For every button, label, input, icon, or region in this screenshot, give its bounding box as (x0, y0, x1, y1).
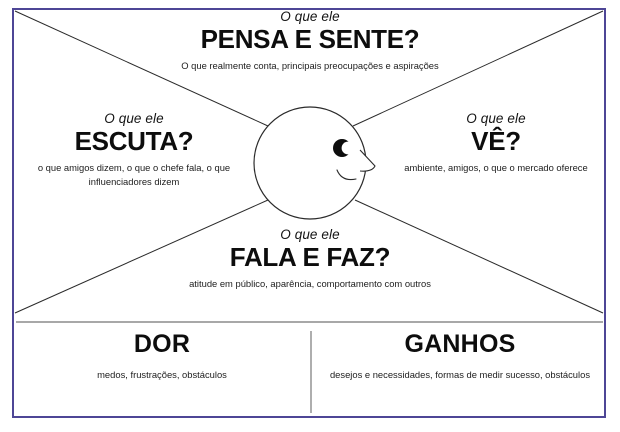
quadrant-headline: VÊ? (471, 125, 521, 156)
quadrant-kicker: O que ele (280, 227, 340, 242)
quadrant-escuta[interactable]: O que ele ESCUTA? o que amigos dizem, o … (20, 111, 248, 189)
quadrant-description: O que realmente conta, principais preocu… (181, 60, 439, 72)
quadrant-fala-e-faz[interactable]: O que ele FALA E FAZ? atitude em público… (165, 227, 455, 291)
quadrant-kicker: O que ele (104, 111, 164, 126)
band-headline: DOR (133, 330, 191, 358)
band-dor[interactable]: DOR medos, frustrações, obstáculos (18, 331, 306, 381)
quadrant-kicker: O que ele (280, 9, 340, 24)
quadrant-headline: FALA E FAZ? (229, 241, 391, 272)
quadrant-description: ambiente, amigos, o que o mercado oferec… (404, 162, 588, 174)
quadrant-kicker: O que ele (466, 111, 526, 126)
band-headline: GANHOS (404, 330, 516, 358)
quadrant-ve[interactable]: O que ele VÊ? ambiente, amigos, o que o … (385, 111, 607, 175)
quadrant-description: atitude em público, aparência, comportam… (189, 278, 431, 290)
band-description: desejos e necessidades, formas de medir … (329, 368, 591, 380)
band-description: medos, frustrações, obstáculos (97, 368, 227, 380)
band-ganhos[interactable]: GANHOS desejos e necessidades, formas de… (316, 331, 604, 381)
quadrant-headline: PENSA E SENTE? (200, 23, 420, 54)
quadrant-headline: ESCUTA? (74, 125, 194, 156)
quadrant-description: o que amigos dizem, o que o chefe fala, … (37, 162, 231, 188)
quadrant-pensa-e-sente[interactable]: O que ele PENSA E SENTE? O que realmente… (165, 9, 455, 73)
